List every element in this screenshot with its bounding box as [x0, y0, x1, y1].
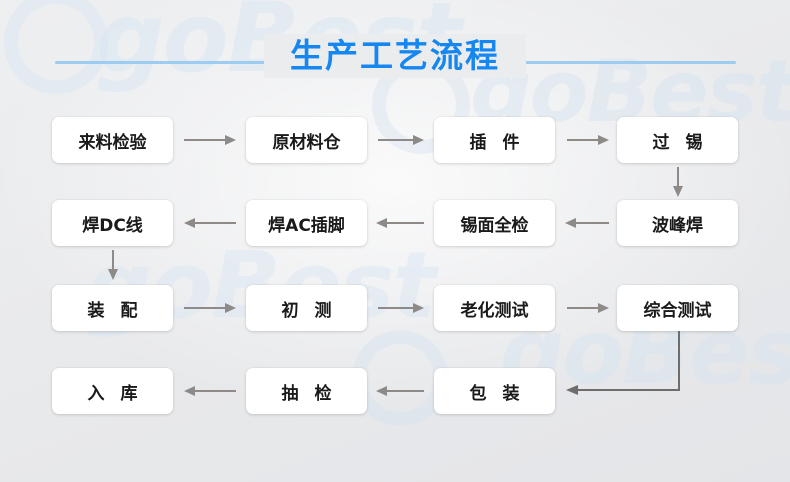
arrow-right-r1-c3-c4	[567, 133, 609, 147]
page-title: 生产工艺流程	[0, 34, 790, 78]
flow-node-3-4[interactable]: 综合测试	[617, 285, 738, 331]
flow-node-3-3[interactable]: 老化测试	[434, 285, 555, 331]
flow-node-1-4[interactable]: 过 锡	[617, 117, 738, 163]
arrow-right-r1-c1-c2	[184, 133, 236, 147]
flow-node-3-1[interactable]: 装 配	[52, 285, 173, 331]
arrow-elbow-r3-c4-to-r4-c3	[566, 331, 680, 395]
flow-node-2-3[interactable]: 锡面全检	[434, 200, 555, 246]
flow-node-3-2[interactable]: 初 测	[246, 285, 367, 331]
arrow-left-r2-c2-c1	[184, 216, 236, 230]
flow-node-2-1[interactable]: 焊DC线	[52, 200, 173, 246]
title-divider-rule	[55, 61, 736, 64]
flow-node-4-3[interactable]: 包 装	[434, 368, 555, 414]
arrow-right-r3-c2-c3	[378, 301, 424, 315]
arrow-right-r1-c2-c3	[378, 133, 424, 147]
flow-node-4-2[interactable]: 抽 检	[246, 368, 367, 414]
arrow-right-r3-c3-c4	[567, 301, 609, 315]
arrow-right-r3-c1-c2	[184, 301, 236, 315]
arrow-left-r4-c3-c2	[376, 384, 424, 398]
watermark-ring-icon	[4, 0, 108, 94]
watermark-logo-text: goBest	[96, 0, 462, 94]
flow-node-2-2[interactable]: 焊AC插脚	[246, 200, 367, 246]
flow-node-1-1[interactable]: 来料检验	[52, 117, 173, 163]
flow-node-1-3[interactable]: 插 件	[434, 117, 555, 163]
flow-node-2-4[interactable]: 波峰焊	[617, 200, 738, 246]
arrow-left-r4-c2-c1	[184, 384, 236, 398]
arrow-left-r2-c3-c2	[376, 216, 424, 230]
arrow-left-r2-c4-c3	[565, 216, 609, 230]
page-title-text: 生产工艺流程	[264, 34, 526, 78]
flow-node-4-1[interactable]: 入 库	[52, 368, 173, 414]
flow-node-1-2[interactable]: 原材料仓	[246, 117, 367, 163]
arrow-down-c1-r2-r3	[106, 250, 120, 280]
arrow-down-c4-r1-r2	[671, 167, 685, 197]
